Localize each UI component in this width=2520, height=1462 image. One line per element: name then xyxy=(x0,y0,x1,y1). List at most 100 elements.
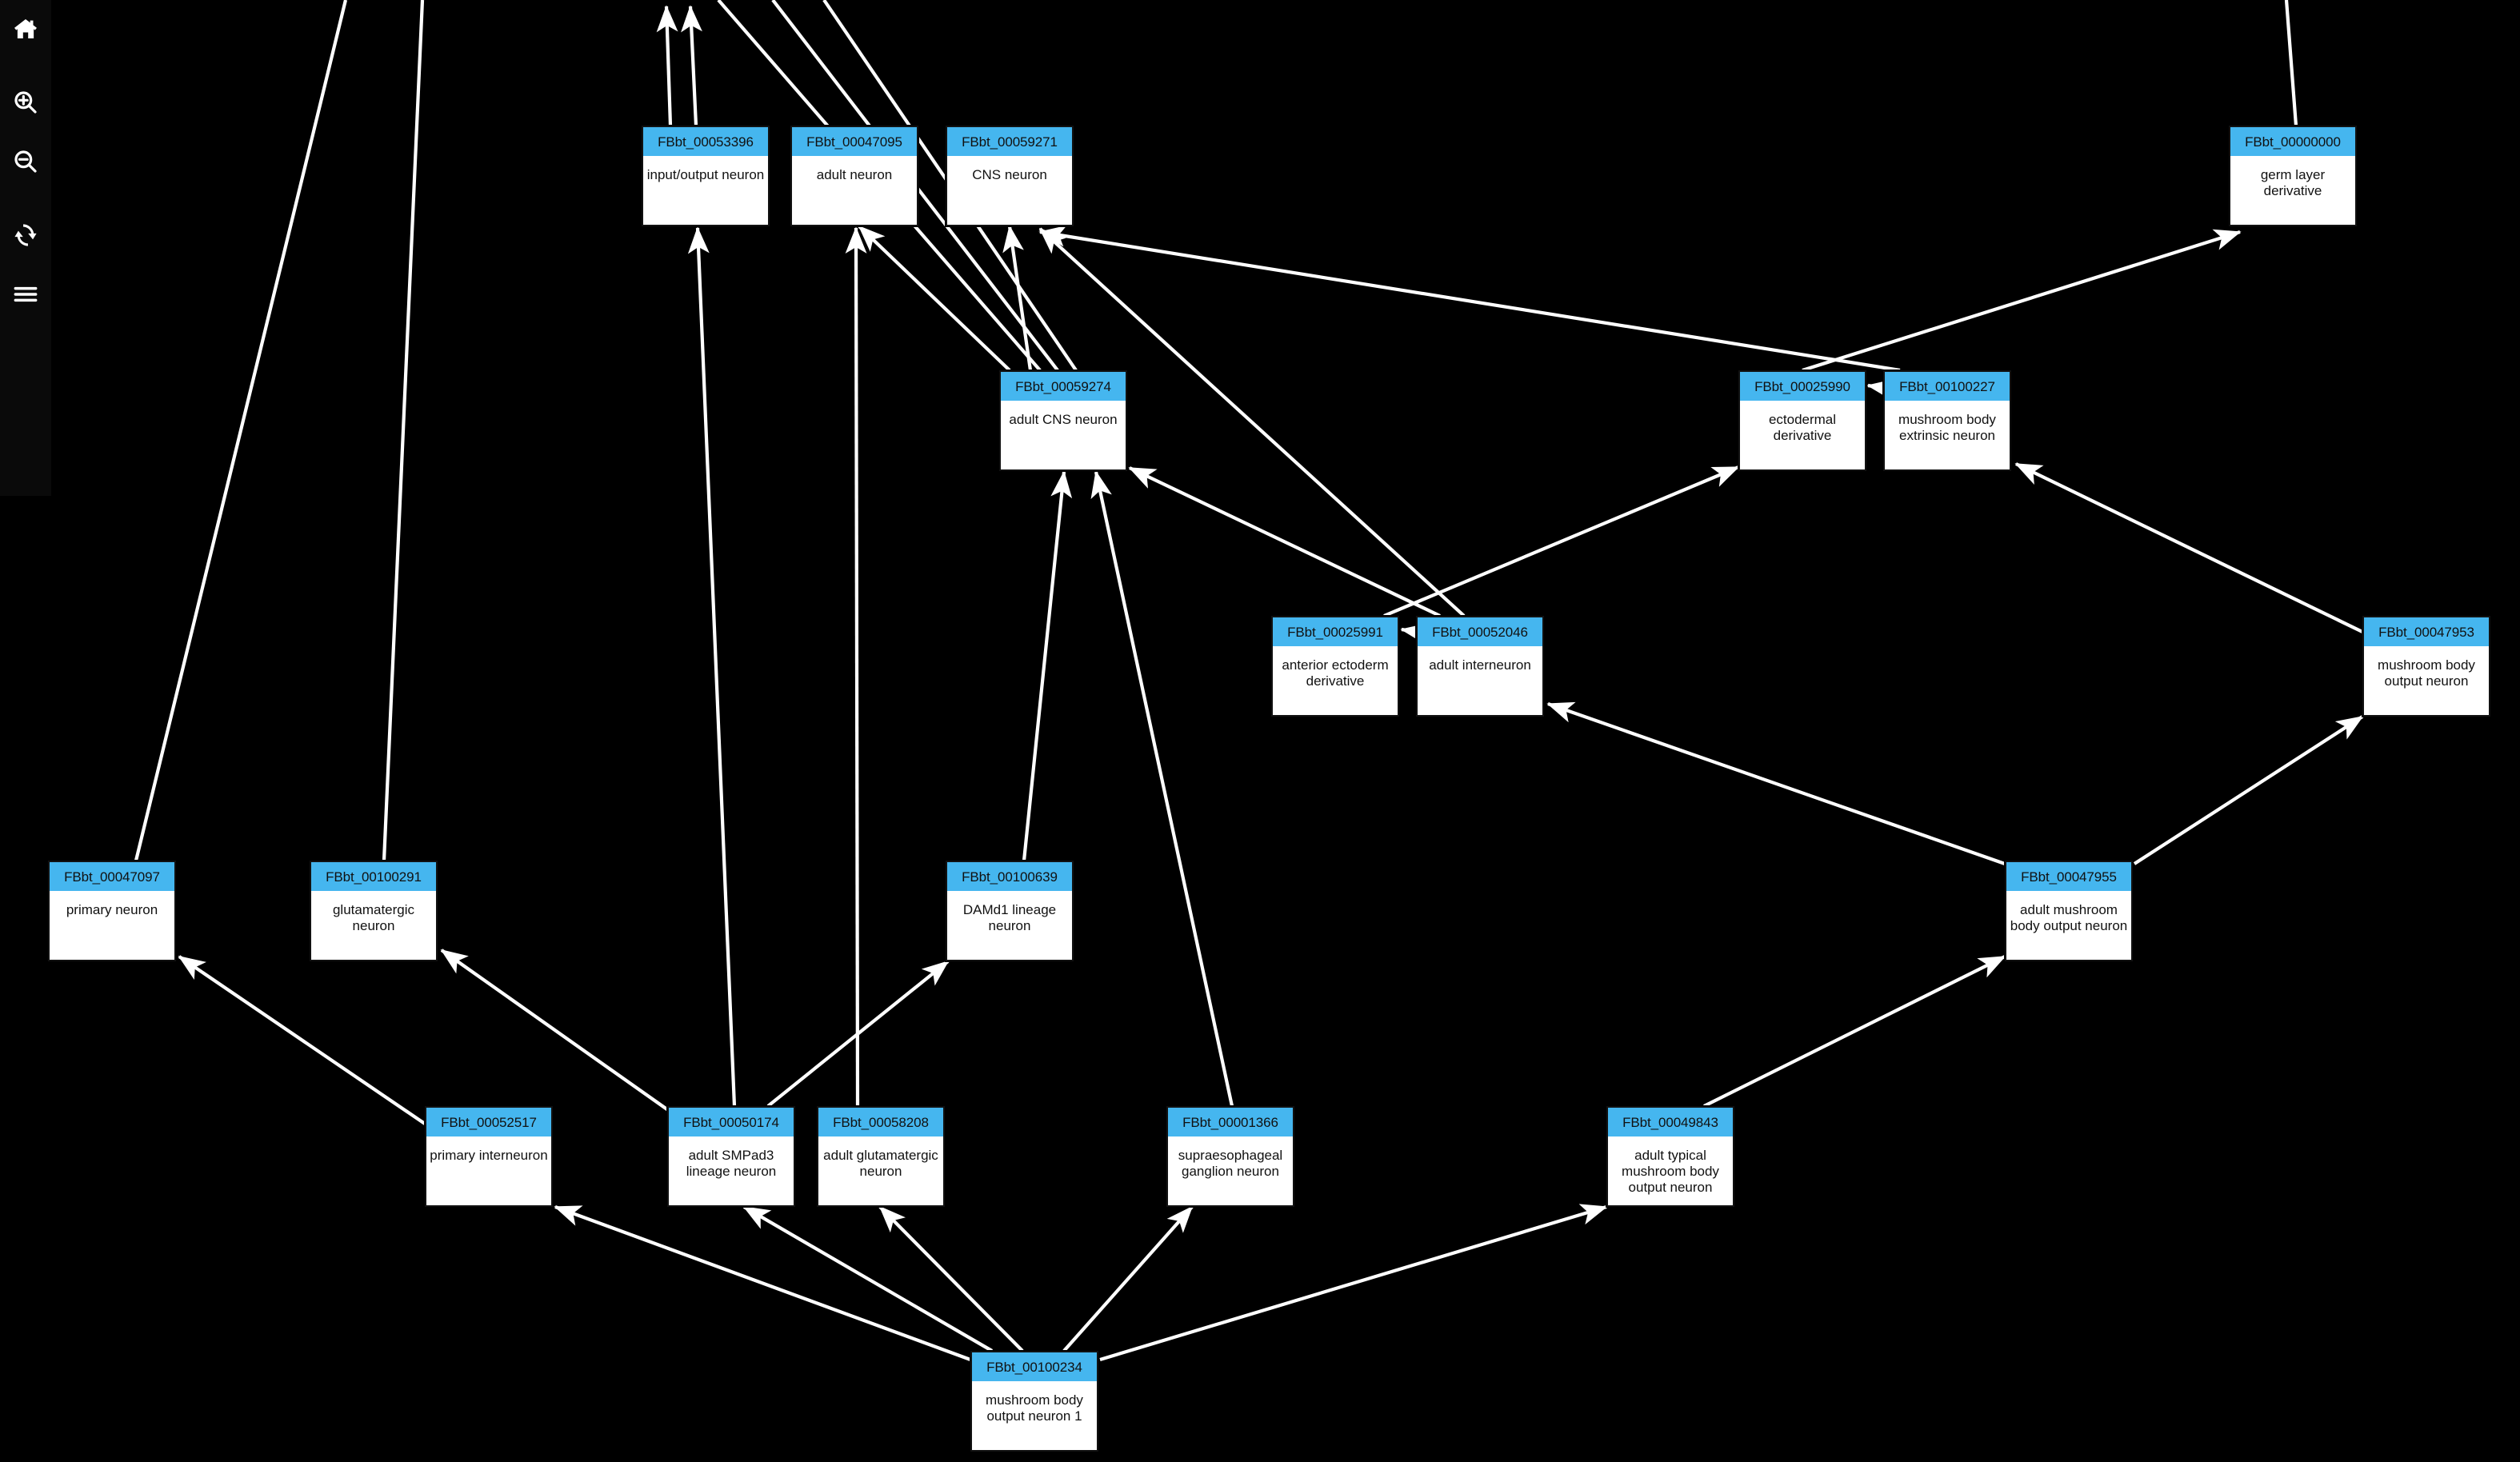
node-id-label: FBbt_00100227 xyxy=(1885,372,2010,401)
node-term-label: anterior ectoderm derivative xyxy=(1273,646,1398,715)
graph-edge xyxy=(1062,1205,1194,1352)
node-term-label: ectodermal derivative xyxy=(1740,401,1865,469)
home-button[interactable] xyxy=(5,8,46,50)
graph-edge xyxy=(858,225,1011,372)
node-id-label: FBbt_00047955 xyxy=(2006,862,2131,891)
node-id-label: FBbt_00059271 xyxy=(947,127,1072,156)
node-term-label: adult glutamatergic neuron xyxy=(818,1136,943,1205)
node-term-label: input/output neuron xyxy=(643,156,768,225)
graph-edge xyxy=(178,955,426,1125)
graph-edge xyxy=(656,5,678,126)
node-id-label: FBbt_00000000 xyxy=(2230,127,2355,156)
node-term-label: primary neuron xyxy=(50,891,174,960)
node-term-label: adult typical mushroom body output neuro… xyxy=(1608,1136,1733,1205)
graph-edge xyxy=(878,1205,1024,1352)
node-id-label: FBbt_00047953 xyxy=(2364,617,2489,646)
node-id-label: FBbt_00025991 xyxy=(1273,617,1398,646)
node-id-label: FBbt_00059274 xyxy=(1001,372,1126,401)
node-term-label: supraesophageal ganglion neuron xyxy=(1168,1136,1293,1205)
node-term-label: adult SMPad3 lineage neuron xyxy=(669,1136,794,1205)
node-term-label: adult neuron xyxy=(792,156,917,225)
graph-edge xyxy=(681,5,702,126)
node-term-label: adult mushroom body output neuron xyxy=(2006,891,2131,960)
graph-edge xyxy=(1383,465,1740,617)
graph-edge xyxy=(1802,229,2242,373)
node-term-label: CNS neuron xyxy=(947,156,1072,225)
graph-edge xyxy=(2133,715,2364,865)
zoom-out-icon xyxy=(13,149,38,174)
node-id-label: FBbt_00001366 xyxy=(1168,1108,1293,1136)
node-id-label: FBbt_00058208 xyxy=(818,1108,943,1136)
zoom-in-button[interactable] xyxy=(5,82,46,123)
node-term-label: primary interneuron xyxy=(426,1136,551,1205)
node-term-label: adult CNS neuron xyxy=(1001,401,1126,469)
graph-edge xyxy=(134,0,348,861)
home-icon xyxy=(13,16,38,42)
graph-edge xyxy=(845,226,867,1107)
node-term-label: mushroom body output neuron 1 xyxy=(972,1381,1097,1450)
node-id-label: FBbt_00052517 xyxy=(426,1108,551,1136)
node-id-label: FBbt_00053396 xyxy=(643,127,768,156)
node-id-label: FBbt_00049843 xyxy=(1608,1108,1733,1136)
refresh-icon xyxy=(13,222,38,248)
graph-edge xyxy=(2284,0,2298,126)
node-id-label: FBbt_00050174 xyxy=(669,1108,794,1136)
node-id-label: FBbt_00025990 xyxy=(1740,372,1865,401)
graph-edge xyxy=(1099,1204,1608,1362)
graph-edge xyxy=(1128,466,1441,617)
node-id-label: FBbt_00100639 xyxy=(947,862,1072,891)
node-id-label: FBbt_00100234 xyxy=(972,1352,1097,1381)
node-term-label: DAMd1 lineage neuron xyxy=(947,891,1072,960)
graph-edge xyxy=(1866,378,1895,401)
graph-edge xyxy=(1002,225,1033,371)
zoom-out-button[interactable] xyxy=(5,141,46,182)
graph-edge xyxy=(1703,955,2006,1108)
node-term-label: germ layer derivative xyxy=(2230,156,2355,225)
node-id-label: FBbt_00047097 xyxy=(50,862,174,891)
graph-edge xyxy=(1038,225,1901,373)
graph-edge xyxy=(440,949,672,1113)
graph-edge xyxy=(742,1205,994,1352)
graph-edge xyxy=(1400,622,1429,645)
graph-edge xyxy=(1022,470,1073,861)
hamburger-icon xyxy=(13,282,38,307)
graph-edge xyxy=(2014,462,2363,633)
node-id-label: FBbt_00047095 xyxy=(792,127,917,156)
node-term-label: mushroom body output neuron xyxy=(2364,646,2489,715)
node-term-label: glutamatergic neuron xyxy=(311,891,436,960)
toolbar xyxy=(0,0,51,496)
node-id-label: FBbt_00052046 xyxy=(1418,617,1542,646)
node-id-label: FBbt_00100291 xyxy=(311,862,436,891)
zoom-in-icon xyxy=(13,90,38,115)
graph-edge xyxy=(382,0,425,861)
menu-button[interactable] xyxy=(5,274,46,315)
graph-edge xyxy=(1090,470,1234,1107)
graph-edge xyxy=(554,1205,971,1361)
refresh-button[interactable] xyxy=(5,214,46,256)
node-term-label: adult interneuron xyxy=(1418,646,1542,715)
